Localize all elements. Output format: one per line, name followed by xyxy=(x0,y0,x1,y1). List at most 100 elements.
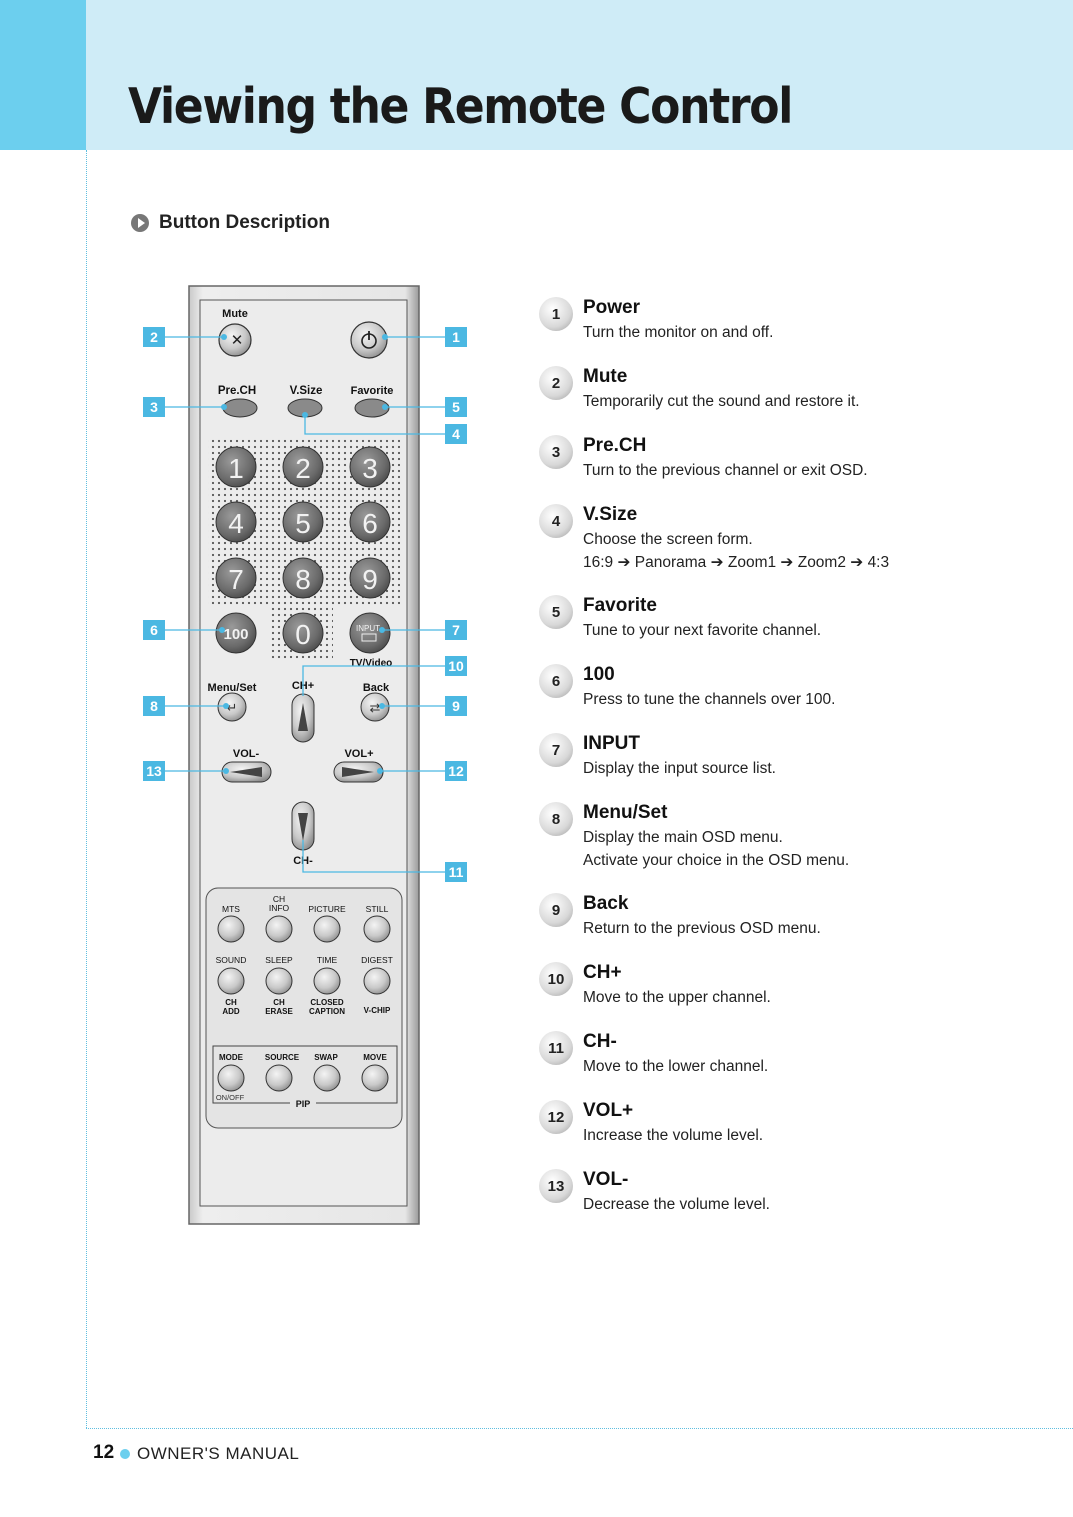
digit-button[interactable] xyxy=(349,557,391,599)
picture-label: PICTURE xyxy=(308,904,346,914)
number-badge: 7 xyxy=(539,733,573,767)
callout-box-4 xyxy=(445,424,467,444)
ch-info-button[interactable] xyxy=(265,915,293,943)
move-label: MOVE xyxy=(363,1053,387,1062)
description-title: CH+ xyxy=(583,962,622,983)
description-text: Decrease the volume level. xyxy=(583,1196,770,1213)
prech-button[interactable] xyxy=(222,398,258,418)
digit-label: 4 xyxy=(228,508,244,539)
header-band xyxy=(0,0,1073,150)
picture-button[interactable] xyxy=(313,915,341,943)
number-badge: 8 xyxy=(539,802,573,836)
digit-button[interactable] xyxy=(215,501,257,543)
move-button[interactable] xyxy=(361,1064,389,1092)
input-icon xyxy=(361,633,377,642)
margin-rule-horizontal xyxy=(86,1428,1073,1429)
callout-number: 7 xyxy=(452,622,460,638)
prech-label: Pre.CH xyxy=(218,385,256,397)
swap-label: SWAP xyxy=(314,1053,338,1062)
callout-number: 13 xyxy=(146,763,162,779)
description-text: Move to the upper channel. xyxy=(583,989,771,1006)
description-title: VOL- xyxy=(583,1169,629,1190)
hundred-button[interactable] xyxy=(215,612,257,654)
number-badge: 4 xyxy=(539,504,573,538)
mute-button[interactable] xyxy=(218,323,252,357)
callout-number: 11 xyxy=(449,864,464,880)
left-triangle-icon xyxy=(230,767,262,777)
vol-minus-label: VOL- xyxy=(233,748,260,760)
back-icon: ⇄ xyxy=(370,700,381,715)
description-text: Increase the volume level. xyxy=(583,1127,764,1144)
number-pad: 1 2 3 4 5 6 7 8 9 0 xyxy=(215,446,391,654)
callout-lines xyxy=(165,336,445,873)
digit-label: 0 xyxy=(295,619,311,650)
callout-number: 10 xyxy=(448,658,464,674)
header-accent-tab xyxy=(0,0,86,150)
digit-button[interactable] xyxy=(215,557,257,599)
input-label: INPUT xyxy=(356,624,380,633)
number-badge: 13 xyxy=(539,1169,573,1203)
page-number: 12 xyxy=(93,1442,115,1463)
back-button[interactable] xyxy=(360,692,390,722)
sound-label: SOUND xyxy=(216,955,247,965)
description-text: Press to tune the channels over 100. xyxy=(583,691,836,708)
description-text: Choose the screen form.16:9 ➔ Panorama ➔… xyxy=(583,531,890,571)
sleep-button[interactable] xyxy=(265,967,293,995)
callout-number: 4 xyxy=(452,426,460,442)
time-button[interactable] xyxy=(313,967,341,995)
callout-box-5 xyxy=(445,397,467,417)
description-title: VOL+ xyxy=(583,1100,634,1121)
callout-number: 8 xyxy=(150,698,158,714)
description-text: Move to the lower channel. xyxy=(583,1058,769,1075)
digit-button[interactable] xyxy=(282,557,324,599)
digit-button[interactable] xyxy=(282,446,324,488)
digit-button[interactable] xyxy=(215,446,257,488)
mts-button[interactable] xyxy=(217,915,245,943)
digest-label: DIGEST xyxy=(361,955,393,965)
time-label: TIME xyxy=(317,955,338,965)
digit-label: 6 xyxy=(362,508,378,539)
digit-button[interactable] xyxy=(282,501,324,543)
callout-box-12 xyxy=(445,761,467,781)
digest-button[interactable] xyxy=(363,967,391,995)
digit-button[interactable] xyxy=(349,446,391,488)
page-title: Viewing the Remote Control xyxy=(128,78,793,135)
number-badge: 9 xyxy=(539,893,573,927)
callout-dots xyxy=(219,334,388,774)
description-text: Display the main OSD menu.Activate your … xyxy=(583,829,850,869)
hundred-label: 100 xyxy=(223,626,248,643)
description-text: Turn to the previous channel or exit OSD… xyxy=(583,462,868,479)
up-triangle-icon xyxy=(298,703,308,731)
digit-button[interactable] xyxy=(349,501,391,543)
digit-label: 5 xyxy=(295,508,311,539)
digit-label: 8 xyxy=(295,564,311,595)
callout-box-9 xyxy=(445,696,467,716)
digit-button[interactable] xyxy=(282,612,324,654)
back-label: Back xyxy=(363,682,390,694)
callout-box-10 xyxy=(445,656,467,676)
tv-video-label: TV/Video xyxy=(350,658,393,669)
callout-box-8 xyxy=(143,696,165,716)
description-title: Mute xyxy=(583,366,628,387)
menu-set-button[interactable] xyxy=(217,692,247,722)
favorite-button[interactable] xyxy=(354,398,390,418)
swap-button[interactable] xyxy=(313,1064,341,1092)
vol-plus-label: VOL+ xyxy=(344,748,373,760)
callout-box-1 xyxy=(445,327,467,347)
description-text: Return to the previous OSD menu. xyxy=(583,920,821,937)
right-triangle-icon xyxy=(342,767,374,777)
sound-button[interactable] xyxy=(217,967,245,995)
description-title: Favorite xyxy=(583,595,657,616)
digit-label: 7 xyxy=(228,564,244,595)
footer-bullet-icon xyxy=(120,1449,130,1459)
enter-icon: ↵ xyxy=(227,700,238,715)
source-button[interactable] xyxy=(265,1064,293,1092)
function-panel xyxy=(205,887,403,1129)
still-button[interactable] xyxy=(363,915,391,943)
description-text: Display the input source list. xyxy=(583,760,776,777)
mode-button[interactable] xyxy=(217,1064,245,1092)
mute-label: Mute xyxy=(222,308,248,320)
description-title: 100 xyxy=(583,664,615,685)
input-button[interactable] xyxy=(349,612,391,654)
